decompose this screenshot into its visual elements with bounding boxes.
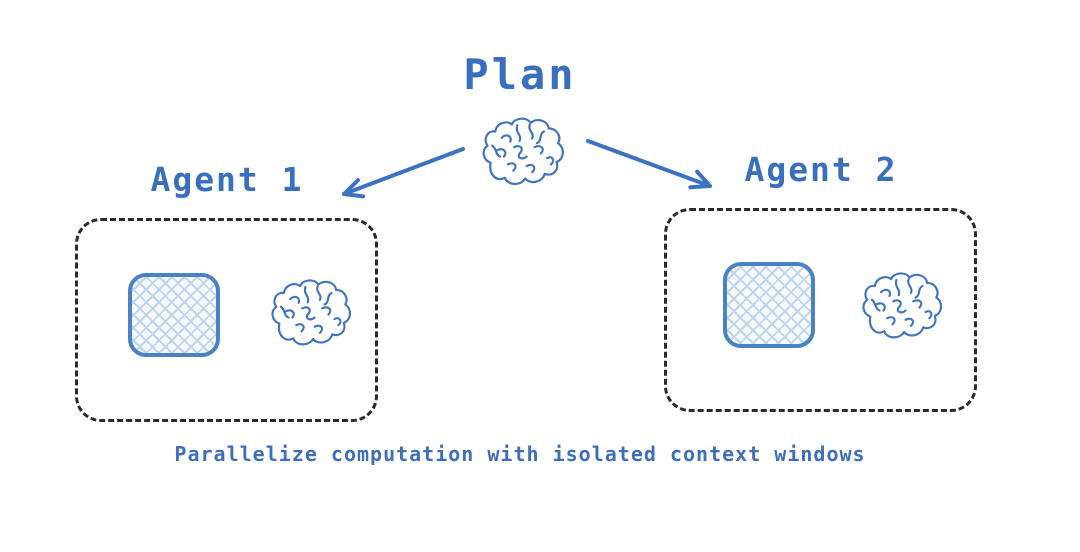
agent2-label: Agent 2 <box>744 150 898 189</box>
agent2-brain-icon <box>862 272 943 339</box>
context-window-icon <box>128 273 220 357</box>
agent1-label: Agent 1 <box>150 160 304 199</box>
context-window-icon <box>723 262 815 348</box>
agent1-context-box <box>75 218 378 422</box>
plan-brain-icon <box>482 117 564 186</box>
agent1-brain-icon <box>271 279 352 346</box>
agent2-context-box <box>664 208 977 412</box>
diagram-caption: Parallelize computation with isolated co… <box>174 442 866 466</box>
plan-title: Plan <box>463 50 577 99</box>
